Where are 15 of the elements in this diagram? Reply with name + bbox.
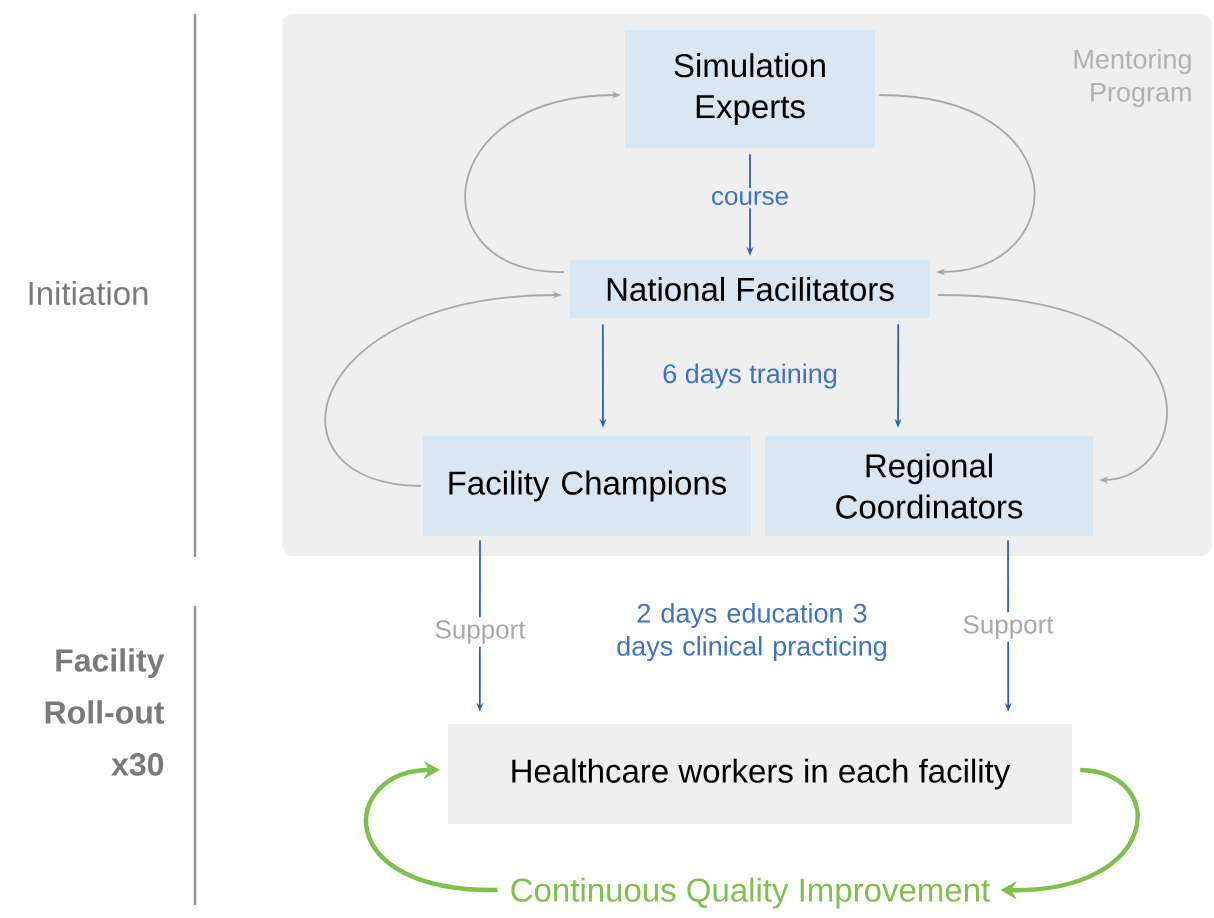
training-label: 2 days education 3 days clinical practicing [617, 602, 886, 662]
training-label: 6 days training [663, 363, 837, 389]
arrow [878, 94, 1035, 276]
stage-label: Facility Roll-out x30 [45, 648, 165, 776]
arrow [364, 760, 498, 893]
process-box: Facility Champions [423, 436, 751, 536]
edge-label: Support [431, 617, 529, 647]
process-box: Regional Coordinators [765, 436, 1093, 536]
stage-label: Initiation [29, 280, 148, 306]
edge-label: Support [959, 612, 1057, 642]
process-box: Simulation Experts [625, 30, 875, 148]
process-box: National Facilitators [570, 260, 930, 318]
arrow [937, 294, 1168, 484]
process-box: Healthcare workers in each facility [448, 724, 1072, 824]
cycle-text: Continuous Quality Improvement [511, 877, 990, 909]
